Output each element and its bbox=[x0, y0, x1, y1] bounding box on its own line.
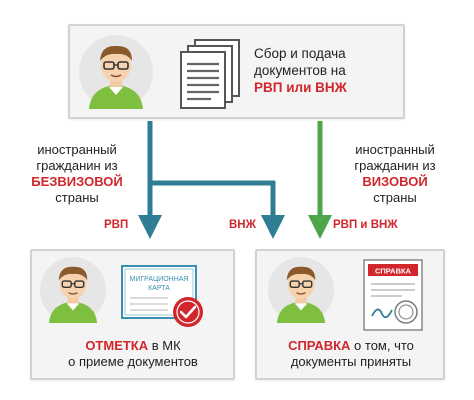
top-text-line2: документов на bbox=[254, 63, 346, 78]
person-avatar-icon bbox=[79, 35, 153, 109]
bottom-right-line2: документы приняты bbox=[290, 354, 412, 369]
top-text-highlight: РВП или ВНЖ bbox=[254, 80, 347, 95]
arrow-label-rvp-vnzh: РВП и ВНЖ bbox=[333, 219, 398, 231]
documents-stack-icon bbox=[180, 39, 240, 109]
viz-line4: страны bbox=[373, 190, 417, 205]
bottom-right-highlight: СПРАВКА bbox=[288, 338, 351, 353]
certificate-icon: СПРАВКА bbox=[363, 259, 423, 331]
arrow-label-vnzh: ВНЖ bbox=[229, 219, 257, 231]
viz-line1: иностранный bbox=[355, 142, 435, 157]
viz-highlight: ВИЗОВОЙ bbox=[362, 174, 428, 189]
bezviz-description: иностранный гражданин из БЕЗВИЗОВОЙ стра… bbox=[14, 142, 140, 206]
bottom-left-highlight: ОТМЕТКА bbox=[85, 338, 149, 353]
approved-seal-icon bbox=[173, 297, 203, 327]
card-title-line2: КАРТА bbox=[148, 285, 170, 292]
bottom-right-rest: о том, что bbox=[350, 338, 414, 353]
bezviz-line2: гражданин из bbox=[36, 158, 118, 173]
arrow-bezviz-vnzh bbox=[150, 180, 285, 239]
bezviz-line1: иностранный bbox=[37, 142, 117, 157]
bottom-left-text: ОТМЕТКА в МК о приеме документов bbox=[34, 338, 232, 370]
arrow-label-rvp: РВП bbox=[104, 219, 129, 231]
viz-description: иностранный гражданин из ВИЗОВОЙ страны bbox=[332, 142, 458, 206]
viz-line2: гражданин из bbox=[354, 158, 436, 173]
arrow-viz-rvp-vnzh bbox=[308, 121, 332, 239]
stamp-icon bbox=[394, 300, 418, 324]
person-avatar-icon bbox=[268, 257, 334, 323]
card-title-line1: МИГРАЦИОННАЯ bbox=[129, 276, 188, 283]
arrow-bezviz-rvp bbox=[138, 121, 162, 239]
cert-title: СПРАВКА bbox=[375, 267, 412, 276]
top-text-line1: Сбор и подача bbox=[254, 46, 346, 61]
bezviz-line4: страны bbox=[55, 190, 99, 205]
bottom-left-rest: в МК bbox=[148, 338, 181, 353]
bottom-right-text: СПРАВКА о том, что документы приняты bbox=[258, 338, 444, 370]
person-avatar-icon bbox=[40, 257, 106, 323]
bezviz-highlight: БЕЗВИЗОВОЙ bbox=[31, 174, 123, 189]
bottom-left-line2: о приеме документов bbox=[68, 354, 198, 369]
top-step-text: Сбор и подача документов на РВП или ВНЖ bbox=[254, 45, 404, 96]
signature-icon bbox=[371, 308, 393, 319]
migration-card-icon: МИГРАЦИОННАЯ КАРТА bbox=[121, 265, 203, 327]
